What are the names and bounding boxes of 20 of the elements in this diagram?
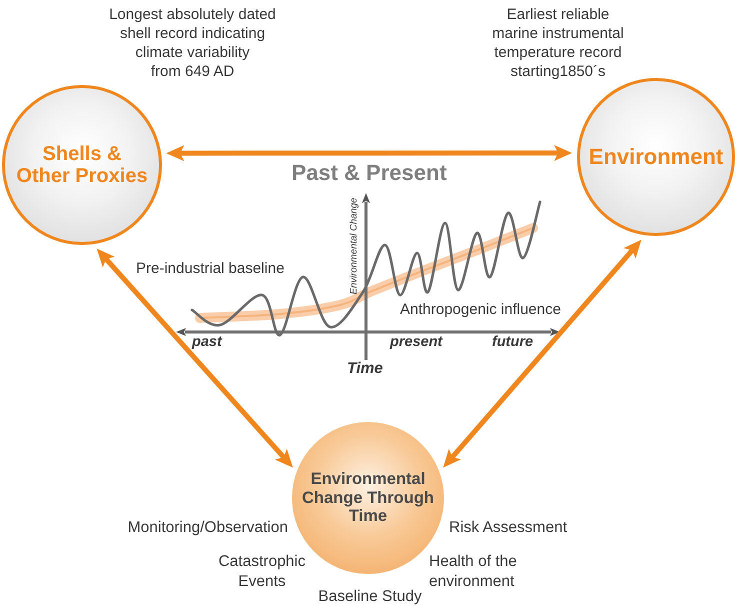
double-arrow xyxy=(443,240,642,468)
time-label: future xyxy=(492,333,534,352)
note-text: Monitoring/Observation xyxy=(126,518,288,538)
note-text: Longest absolutely dated shell record indicating climate variability from 649 AD xyxy=(108,5,277,82)
note-text: Baseline Study xyxy=(317,587,423,607)
circle-title: Environment xyxy=(588,144,724,170)
curve-label: Anthropogenic influence xyxy=(400,300,561,320)
axis-label: Time xyxy=(347,359,383,379)
note-text: Health of the environment xyxy=(429,552,518,592)
note-text: Catastrophic Events xyxy=(217,552,306,592)
axis-label: Environmental Change xyxy=(349,198,359,294)
time-label: present xyxy=(390,333,442,352)
note-text: Risk Assessment xyxy=(449,518,568,538)
double-arrow xyxy=(166,145,572,162)
time-label: past xyxy=(192,333,222,352)
circle-title: Environmental Change Through Time xyxy=(302,470,434,526)
double-arrow xyxy=(96,248,293,468)
circle-title: Shells & Other Proxies xyxy=(16,142,148,188)
curve-label: Pre-industrial baseline xyxy=(136,259,284,278)
note-text: Earliest reliable marine instrumental temperature record starting1850´s xyxy=(491,5,625,82)
